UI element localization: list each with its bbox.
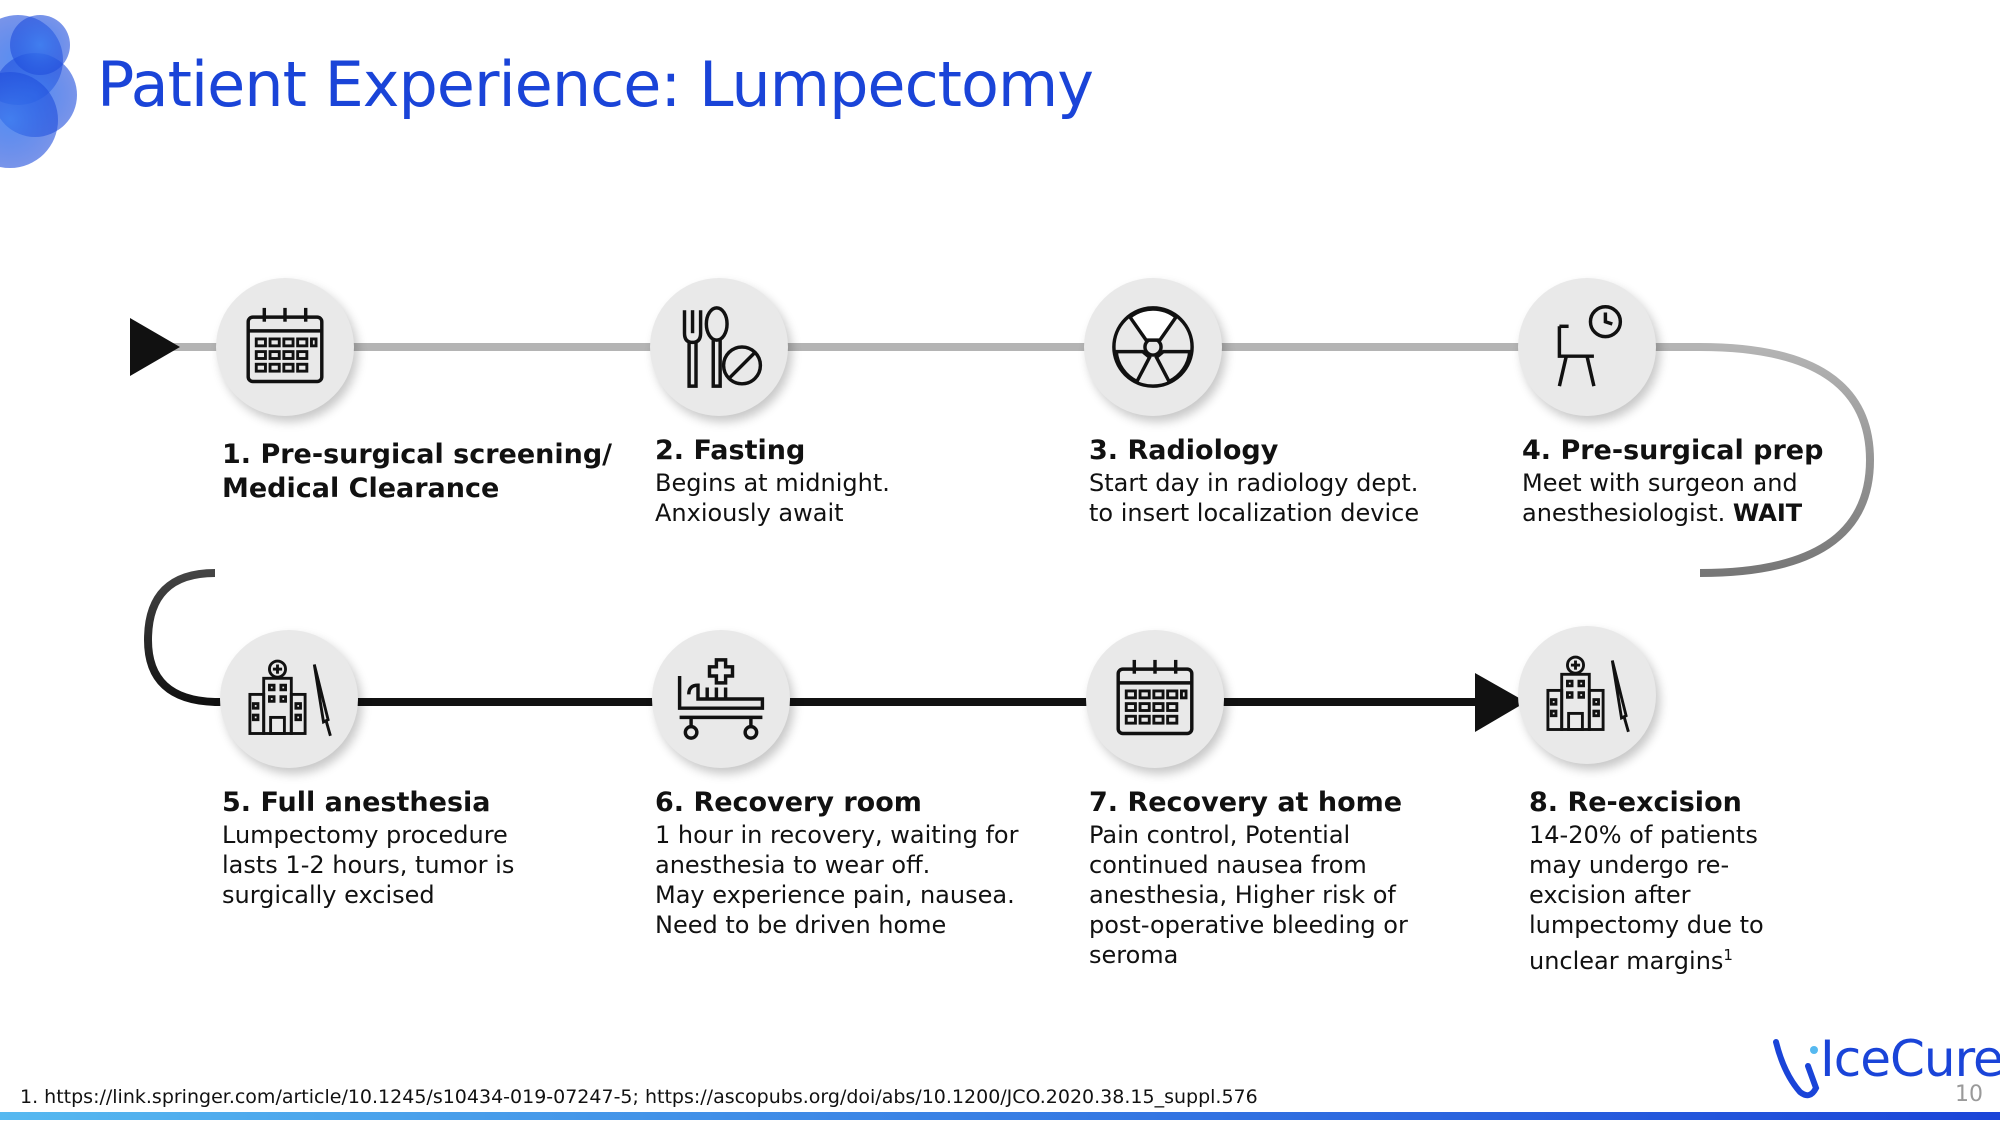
calendar-icon xyxy=(1116,659,1194,736)
step-heading: 2. Fasting xyxy=(655,435,806,466)
step-1-circle xyxy=(216,278,354,416)
step-description-last: unclear margins xyxy=(1529,947,1724,975)
step-2-circle xyxy=(650,278,788,416)
step-heading: 3. Radiology xyxy=(1089,435,1279,466)
track-right-curve xyxy=(1652,343,1875,577)
icecure-logo-mark xyxy=(1773,1039,1820,1099)
step-heading: 8. Re-excision xyxy=(1529,787,1742,818)
step-description-line: unclear margins1 xyxy=(1529,940,1909,976)
waiting-chair-clock-icon xyxy=(1557,305,1623,387)
step-description-line: may undergo re- xyxy=(1529,851,1730,879)
step-description-line: surgically excised xyxy=(222,881,435,909)
end-arrow xyxy=(1475,673,1526,732)
fasting-utensils-icon xyxy=(682,306,763,388)
bottom-accent-bar xyxy=(0,1112,2000,1120)
step-description-line: Anxiously await xyxy=(655,499,844,527)
step-description-line: Start day in radiology dept. xyxy=(1089,469,1419,497)
step-5-text: 5. Full anesthesia Lumpectomy procedure … xyxy=(222,786,602,910)
brand-name: IceCure xyxy=(1820,1030,2000,1088)
calendar-icon xyxy=(246,307,324,384)
step-heading: 1. Pre-surgical screening/ xyxy=(222,439,613,470)
step-description-line: Need to be driven home xyxy=(655,911,947,939)
step-description-line: post-operative bleeding or xyxy=(1089,911,1408,939)
step-heading: 6. Recovery room xyxy=(655,787,922,818)
hospital-bed-icon xyxy=(677,658,765,740)
step-8-text: 8. Re-excision 14-20% of patients may un… xyxy=(1529,786,1909,976)
step-5-circle xyxy=(220,630,358,768)
step-6-text: 6. Recovery room 1 hour in recovery, wai… xyxy=(655,786,1035,940)
corner-flower-logo xyxy=(0,15,77,168)
step-4-circle xyxy=(1518,278,1656,416)
step-4-text: 4. Pre-surgical prep Meet with surgeon a… xyxy=(1522,434,1902,528)
step-heading: 7. Recovery at home xyxy=(1089,787,1403,818)
step-description-lead: anesthesiologist. xyxy=(1522,499,1726,527)
step-description-line: Lumpectomy procedure xyxy=(222,821,508,849)
step-heading: 4. Pre-surgical prep xyxy=(1522,435,1824,466)
step-description-line: anesthesia to wear off. xyxy=(655,851,931,879)
step-description-line: Pain control, Potential xyxy=(1089,821,1351,849)
step-description-line: anesthesia, Higher risk of xyxy=(1089,881,1396,909)
wait-emphasis: WAIT xyxy=(1732,499,1803,527)
step-description-line: 14-20% of patients xyxy=(1529,821,1758,849)
step-description-line: Meet with surgeon and xyxy=(1522,469,1798,497)
step-3-text: 3. Radiology Start day in radiology dept… xyxy=(1089,434,1469,528)
step-description-line: lasts 1-2 hours, tumor is xyxy=(222,851,515,879)
step-7-circle xyxy=(1086,630,1224,768)
page-number: 10 xyxy=(1955,1082,1983,1107)
step-description-line: continued nausea from xyxy=(1089,851,1367,879)
step-6-circle xyxy=(652,630,790,768)
footnote-marker: 1 xyxy=(1723,946,1733,964)
step-description-line: Begins at midnight. xyxy=(655,469,890,497)
step-1-text: 1. Pre-surgical screening/ Medical Clear… xyxy=(222,438,613,506)
step-heading: 5. Full anesthesia xyxy=(222,787,491,818)
step-description-line: anesthesiologist. WAIT xyxy=(1522,498,1902,528)
track-left-curve xyxy=(143,569,225,706)
hospital-scalpel-icon xyxy=(1546,655,1630,733)
step-description-line: to insert localization device xyxy=(1089,499,1420,527)
step-description-line: 1 hour in recovery, waiting for xyxy=(655,821,1019,849)
step-heading: Medical Clearance xyxy=(222,473,500,504)
footnote: 1. https://link.springer.com/article/10.… xyxy=(20,1086,1258,1108)
step-description-line: lumpectomy due to xyxy=(1529,911,1764,939)
step-7-text: 7. Recovery at home Pain control, Potent… xyxy=(1089,786,1469,970)
step-8-circle xyxy=(1518,626,1656,764)
step-3-circle xyxy=(1084,278,1222,416)
step-description-line: excision after xyxy=(1529,881,1691,909)
hospital-scalpel-icon xyxy=(248,659,332,737)
start-arrow xyxy=(130,318,180,376)
step-2-text: 2. Fasting Begins at midnight. Anxiously… xyxy=(655,434,1035,528)
page-title: Patient Experience: Lumpectomy xyxy=(97,48,1094,121)
step-description-line: May experience pain, nausea. xyxy=(655,881,1015,909)
step-description-line: seroma xyxy=(1089,941,1179,969)
radiation-icon xyxy=(1112,306,1194,388)
